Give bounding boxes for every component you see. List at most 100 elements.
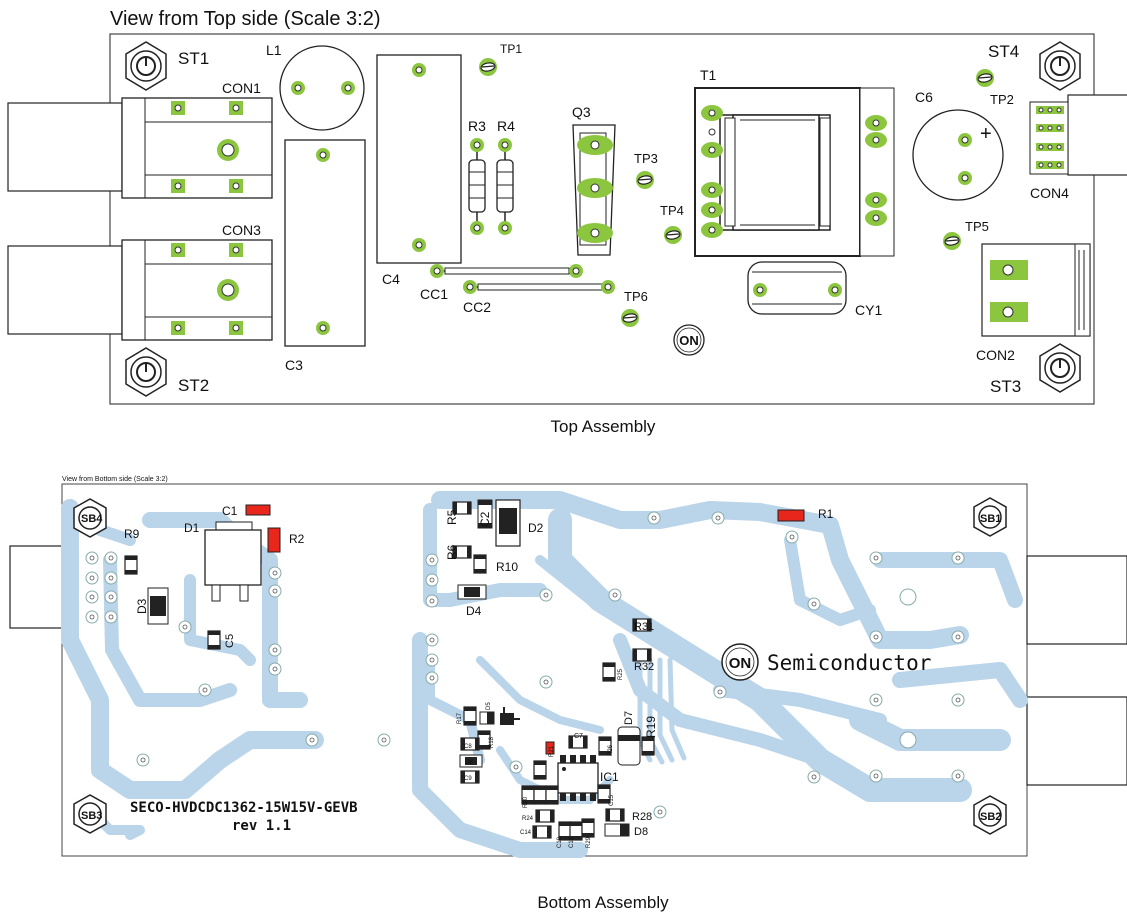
r20-label: R20 — [523, 796, 529, 808]
c12-capacitor — [545, 785, 559, 805]
c-small-3 — [581, 818, 595, 838]
bottom-left-connector — [9, 545, 66, 629]
c14-label: C14 — [520, 830, 532, 836]
con3-housing — [7, 245, 123, 335]
d7-diode — [617, 726, 641, 766]
d8-diode — [604, 823, 630, 837]
cc1-label: CC1 — [420, 286, 448, 302]
con3-label: CON3 — [222, 222, 261, 238]
through-hole-pads — [85, 511, 965, 819]
r4-resistor — [496, 137, 514, 236]
tp5-label: TP5 — [965, 219, 989, 234]
tp3-label: TP3 — [634, 151, 658, 166]
d4-label: D4 — [466, 604, 482, 618]
r25-resistor — [602, 662, 616, 682]
st1-label: ST1 — [178, 49, 209, 68]
top-title: View from Top side (Scale 3:2) — [110, 8, 381, 30]
c15-label: C15 — [609, 794, 615, 806]
tp1-testpoint — [478, 57, 498, 77]
d3-diode — [147, 587, 169, 625]
r21-label: R21 — [549, 745, 555, 757]
r28-label: R28 — [632, 811, 652, 823]
con1-housing — [7, 102, 123, 192]
r28-resistor — [605, 808, 625, 822]
bottom-right-connector-2 — [1026, 696, 1127, 786]
board-name: SECO-HVDCDC1362-15W15V-GEVB — [130, 800, 358, 816]
q3-label: Q3 — [572, 104, 591, 120]
tp2-testpoint — [975, 68, 995, 88]
tp4-label: TP4 — [660, 203, 684, 218]
r29-label: R29 — [586, 836, 592, 848]
r17-resistor — [463, 706, 477, 726]
con1-footprint — [121, 97, 273, 199]
svg-text:ON: ON — [679, 333, 699, 348]
d7-label: D7 — [623, 711, 635, 725]
c4-label: C4 — [382, 271, 400, 287]
bottom-caption: Bottom Assembly — [537, 893, 669, 912]
r2-label: R2 — [289, 532, 305, 546]
c6-capacitor: + — [912, 109, 1004, 201]
c1-label: C1 — [222, 504, 238, 518]
c14-capacitor — [532, 825, 552, 839]
cc2-capacitor — [462, 279, 616, 295]
c12-label: C12 — [569, 836, 575, 848]
d2-label: D2 — [528, 521, 544, 535]
r24-resistor — [535, 809, 555, 823]
q3-transistor — [572, 124, 616, 256]
c3-capacitor — [284, 139, 366, 347]
r10-resistor — [473, 554, 487, 574]
r18-label: R18 — [489, 736, 495, 748]
d3-label: D3 — [135, 598, 149, 614]
r4-label: R4 — [497, 118, 515, 134]
d2-diode — [495, 499, 521, 547]
d5-label: D5 — [486, 702, 492, 710]
con3-footprint — [121, 239, 273, 341]
con4-connector — [1029, 94, 1127, 176]
c5-label: C5 — [224, 634, 236, 648]
r25-label: R25 — [618, 668, 624, 680]
r31-label: R31 — [634, 621, 654, 633]
c2-capacitor — [477, 499, 493, 529]
st2-label: ST2 — [178, 376, 209, 395]
r19-label: R19 — [644, 716, 658, 738]
top-assembly: View from Top side (Scale 3:2) — [7, 8, 1127, 436]
bottom-title: View from Bottom side (Scale 3:2) — [62, 476, 168, 483]
sb1-label: SB1 — [980, 513, 1001, 525]
r21-resistor-highlight — [545, 741, 555, 755]
q-smd-transistor — [500, 707, 520, 725]
d6-diode — [459, 754, 483, 768]
c9-label: C9 — [464, 776, 472, 782]
r32-label: R32 — [634, 661, 654, 673]
r9-resistor — [124, 555, 138, 575]
r26-label: R26 — [608, 744, 614, 756]
cy1-label: CY1 — [855, 302, 882, 318]
svg-text:+: + — [980, 123, 992, 145]
tp2-label: TP2 — [990, 92, 1014, 107]
sb4-label: SB4 — [81, 513, 103, 525]
on-semiconductor-logo: ON Semiconductor — [721, 643, 931, 681]
r1-resistor-highlight — [777, 509, 805, 522]
tp1-label: TP1 — [500, 42, 522, 56]
sb3-label: SB3 — [81, 810, 102, 822]
r3-label: R3 — [468, 118, 486, 134]
c5-capacitor — [207, 630, 221, 650]
bottom-assembly: View from Bottom side (Scale 3:2) — [9, 476, 1127, 912]
c8-label: C8 — [464, 744, 472, 750]
r17-label: R17 — [457, 712, 463, 724]
tp4-testpoint — [663, 225, 683, 245]
l1-inductor — [279, 45, 365, 131]
r1-label: R1 — [818, 507, 834, 521]
ic1-controller — [557, 755, 599, 801]
tp6-label: TP6 — [624, 289, 648, 304]
c1-capacitor-highlight — [245, 504, 271, 516]
d5-diode — [479, 711, 495, 725]
c3-label: C3 — [285, 357, 303, 373]
tp6-testpoint — [620, 308, 640, 328]
c4-capacitor — [376, 54, 462, 264]
cc2-label: CC2 — [463, 299, 491, 315]
d4-diode — [457, 584, 487, 600]
c10-capacitor — [533, 785, 547, 805]
t1-transformer — [694, 87, 895, 257]
tp3-testpoint — [635, 170, 655, 190]
